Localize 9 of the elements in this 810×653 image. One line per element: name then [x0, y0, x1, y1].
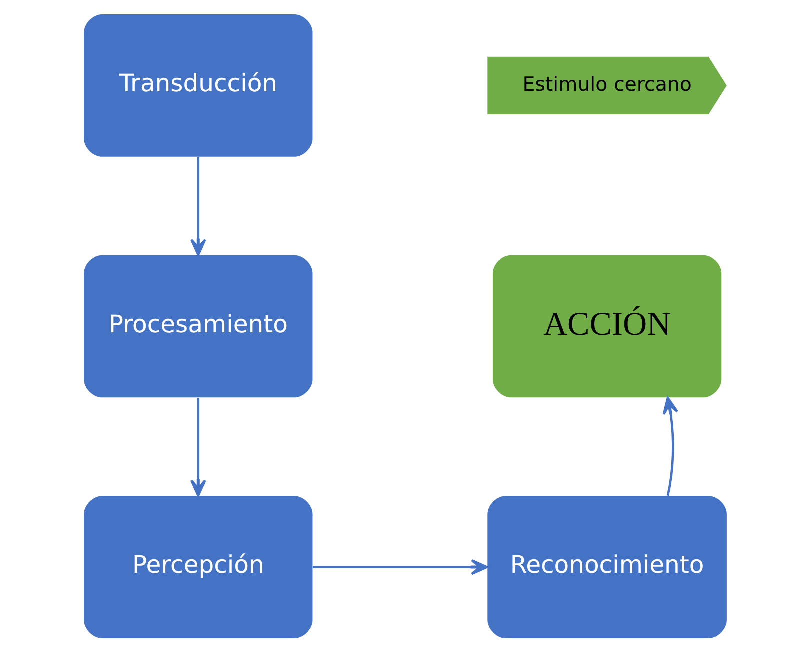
arrow [190, 157, 206, 256]
node-box: Transducción [84, 14, 312, 157]
arrow [662, 396, 678, 496]
arrow [190, 398, 206, 497]
node-box: Procesamiento [84, 255, 312, 398]
node-box: ACCIÓN [492, 255, 722, 398]
node-box: Percepción [84, 496, 312, 638]
arrow [312, 559, 488, 576]
node-box: Reconocimiento [487, 496, 726, 638]
